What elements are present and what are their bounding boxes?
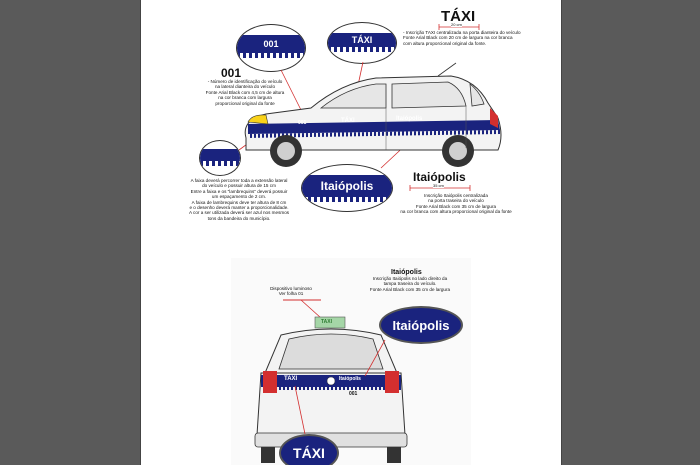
roof-sign: TAXI bbox=[321, 319, 333, 325]
light-note: Dispositivo luminoso Ver folha 01 bbox=[270, 286, 312, 297]
oval-taxi-leader bbox=[294, 385, 306, 435]
rear-city-title: Itaiópolis bbox=[391, 269, 422, 276]
rear-city-label: Itaiópolis bbox=[339, 376, 361, 382]
detail-id-label: 001 bbox=[237, 35, 305, 53]
detail-taxi-lambrequins bbox=[328, 47, 396, 52]
detail-taxi-label: TÁXI bbox=[328, 33, 396, 47]
city-note: Inscrição Itaiópolis centralizada na por… bbox=[400, 193, 512, 215]
detail-city-oval: Itaiópolis bbox=[301, 164, 393, 212]
oval-taxi-sign: TÁXI bbox=[279, 434, 339, 465]
detail-id-oval: 001 bbox=[236, 24, 306, 72]
rear-id-label: 001 bbox=[349, 391, 358, 397]
car-side-view bbox=[244, 62, 502, 167]
stripe-note: A faixa deverá percorrer toda a extensão… bbox=[188, 178, 290, 221]
car-rear-view bbox=[254, 316, 408, 463]
id-title: 001 bbox=[221, 66, 242, 80]
oval-city-sign: Itaiópolis bbox=[379, 306, 463, 344]
light-leader bbox=[283, 299, 322, 319]
city-dimension: 35 cm bbox=[433, 183, 444, 189]
detail-stripe-band bbox=[200, 149, 240, 161]
city-title: Itaiópolis bbox=[413, 170, 466, 184]
taxi-title: TÁXI bbox=[441, 8, 476, 25]
id-note: - Número de identificação do veículo na … bbox=[205, 79, 285, 106]
rear-city-note: Inscrição Itaiópolis no lado direito da … bbox=[369, 276, 451, 292]
detail-stripe-oval bbox=[199, 140, 241, 176]
detail-stripe-lambrequins bbox=[200, 161, 240, 166]
car-city-label: Itaiópolis bbox=[396, 116, 423, 122]
taxi-note: - Inscrição TAXI centralizada na porta d… bbox=[403, 30, 521, 46]
taxi-dimension: 20 cm bbox=[451, 22, 462, 28]
rear-taxi-label: TAXI bbox=[284, 376, 298, 382]
oval-city-leader bbox=[364, 339, 386, 377]
detail-id-lambrequins bbox=[237, 53, 305, 58]
car-id-label: 001 bbox=[298, 120, 307, 126]
detail-taxi-oval: TÁXI bbox=[327, 22, 397, 64]
car-taxi-label: TÁXI bbox=[341, 118, 355, 124]
detail-city-lambrequins bbox=[302, 197, 392, 202]
document-page: TÁXI 20 cm - Inscrição TAXI centralizada… bbox=[140, 0, 562, 465]
detail-city-label: Itaiópolis bbox=[302, 175, 392, 197]
